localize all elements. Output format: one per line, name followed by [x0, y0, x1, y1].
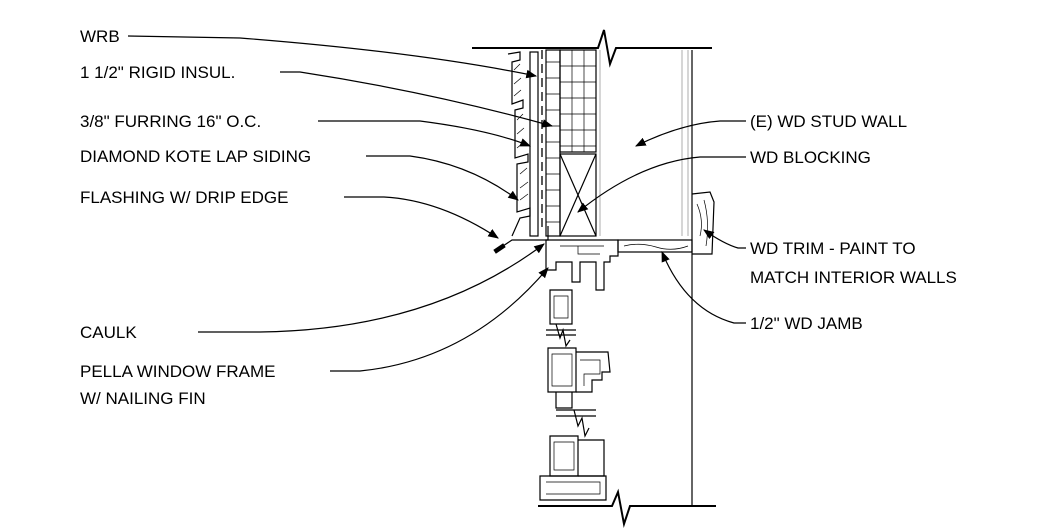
- label-siding: DIAMOND KOTE LAP SIDING: [80, 147, 311, 166]
- wall-section: [472, 29, 716, 528]
- wood-trim: [691, 191, 715, 255]
- label-window-frame-line1: PELLA WINDOW FRAME: [80, 362, 276, 381]
- wood-jamb-grain: [623, 243, 689, 250]
- rigid-insulation-hatch: [546, 61, 560, 223]
- flashing: [499, 226, 549, 249]
- label-window-frame-line2: W/ NAILING FIN: [80, 389, 206, 408]
- leader-rigid-insul: [280, 71, 554, 128]
- label-caulk: CAULK: [80, 323, 137, 342]
- label-furring: 3/8" FURRING 16" O.C.: [80, 112, 261, 131]
- label-blocking: WD BLOCKING: [750, 148, 871, 167]
- leader-window-frame: [330, 267, 549, 372]
- label-rigid-insul: 1 1/2" RIGID INSUL.: [80, 63, 235, 82]
- drip-edge: [493, 243, 506, 254]
- window-head-detail: [560, 245, 604, 255]
- leader-stud-wall: [635, 120, 746, 147]
- top-break-line: [472, 29, 712, 68]
- leader-flashing: [344, 196, 499, 239]
- bottom-break-line: [538, 488, 716, 528]
- label-flashing: FLASHING W/ DRIP EDGE: [80, 188, 288, 207]
- wood-blocking: [559, 153, 597, 237]
- window-frame-stack: [539, 289, 611, 501]
- wood-jamb: [617, 239, 693, 253]
- sheathing-grid: [559, 49, 597, 153]
- label-trim-line1: WD TRIM - PAINT TO: [750, 239, 916, 258]
- label-trim-line2: MATCH INTERIOR WALLS: [750, 268, 957, 287]
- leader-trim: [703, 229, 746, 249]
- callout-labels: WRB 1 1/2" RIGID INSUL. 3/8" FURRING 16"…: [80, 27, 957, 408]
- wood-trim-grain: [696, 199, 708, 247]
- leader-siding: [366, 155, 519, 201]
- label-wrb: WRB: [80, 27, 120, 46]
- leader-jamb: [661, 251, 746, 324]
- leader-furring: [318, 120, 532, 147]
- lap-siding-hatch: [513, 63, 529, 201]
- window-head-frame: [545, 239, 619, 291]
- leader-wrb: [127, 35, 538, 79]
- label-stud-wall: (E) WD STUD WALL: [750, 112, 907, 131]
- furring-strip: [529, 51, 539, 237]
- leader-lines: [127, 35, 746, 372]
- leader-caulk: [198, 243, 545, 333]
- label-jamb: 1/2" WD JAMB: [750, 314, 863, 333]
- leader-blocking: [577, 156, 746, 213]
